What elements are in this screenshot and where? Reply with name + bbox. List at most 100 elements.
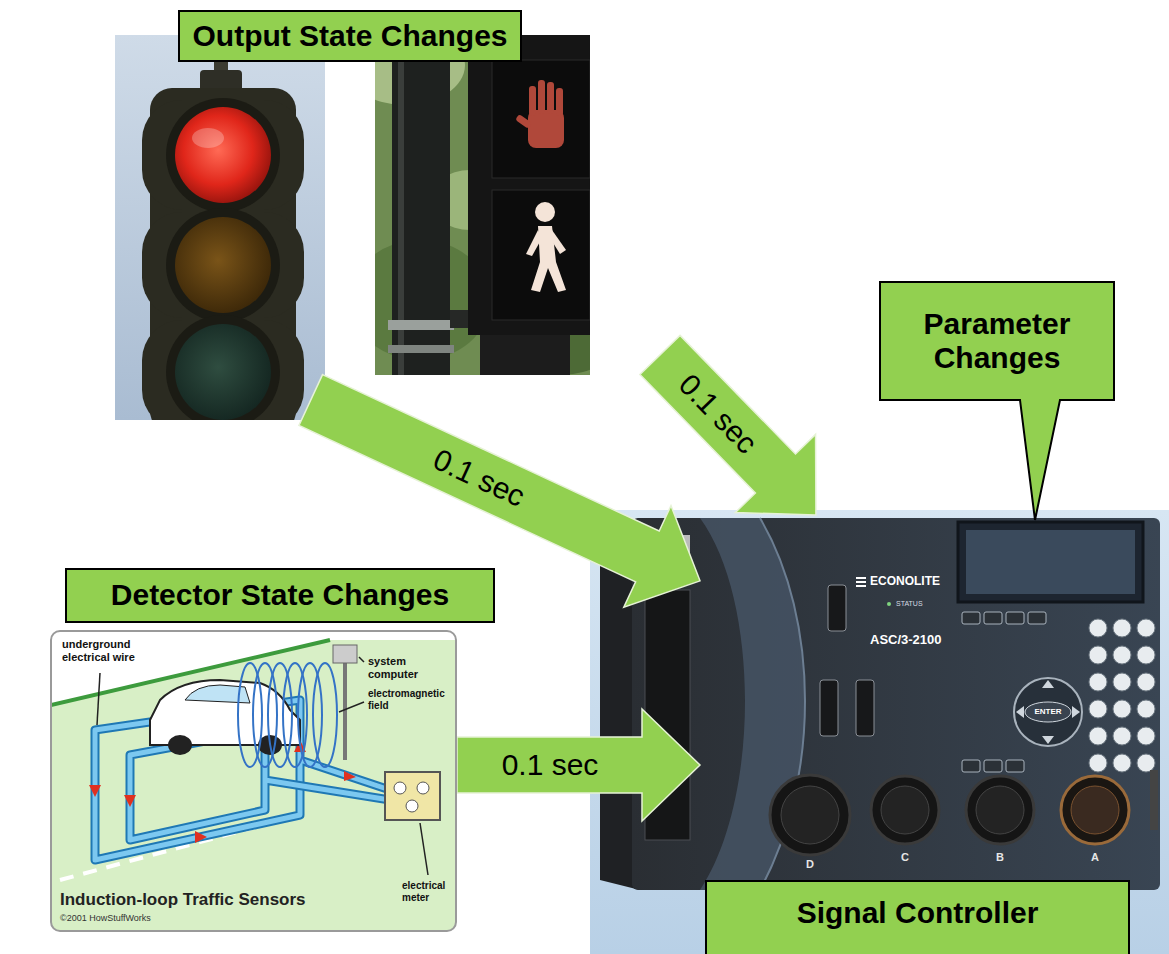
signal-controller-photo xyxy=(871,776,939,844)
signal-controller-photo xyxy=(1071,786,1119,834)
signal-controller-photo xyxy=(1089,619,1155,772)
pedestrian-signal-photo xyxy=(375,35,590,375)
signal-controller-photo xyxy=(820,680,838,736)
pedestrian-signal-photo xyxy=(515,114,532,129)
signal-controller-photo xyxy=(1006,612,1024,624)
port-letter: A xyxy=(1091,851,1099,863)
copyright-note: ©2001 HowStuffWorks xyxy=(60,913,151,923)
brand-name: ECONOLITE xyxy=(870,574,940,588)
illustration-label: system computer xyxy=(368,655,418,680)
text-holder: ASC/3-2100 xyxy=(870,633,960,648)
signal-controller-photo xyxy=(781,786,839,844)
induction-loop-illustration xyxy=(168,735,192,755)
pedestrian-signal-photo xyxy=(550,230,566,254)
text-holder: ECONOLITE xyxy=(870,575,960,589)
port-letter: C xyxy=(901,851,909,863)
induction-loop-illustration xyxy=(51,640,456,931)
model-number: ASC/3-2100 xyxy=(870,632,942,647)
pedestrian-signal-photo xyxy=(492,60,590,178)
signal-controller-photo xyxy=(1042,680,1054,688)
traffic-light-photo xyxy=(192,128,224,148)
induction-loop-illustration xyxy=(406,800,418,812)
signal-controller-photo xyxy=(1089,673,1107,691)
signal-controller-photo xyxy=(1137,700,1155,718)
detector-illustration: Detector State Changesunderground electr… xyxy=(50,630,457,932)
text-holder: ©2001 HowStuffWorks xyxy=(60,913,260,923)
signal-controller-photo xyxy=(770,775,850,855)
induction-loop-illustration xyxy=(333,645,357,663)
timing-label: 0.1 sec xyxy=(673,369,762,459)
signal-controller-photo xyxy=(1061,776,1129,844)
induction-loop-illustration xyxy=(344,771,356,781)
text-holder: electrical meter xyxy=(402,880,454,903)
signal-controller-photo xyxy=(1137,727,1155,745)
induction-loop-illustration xyxy=(253,663,277,767)
pedestrian-signal-photo xyxy=(556,88,563,116)
text-holder: Parameter Changes xyxy=(880,282,1114,400)
text-holder: STATUS xyxy=(896,600,936,608)
pedestrian-signal-photo xyxy=(480,335,570,375)
port-letter: B xyxy=(996,851,1004,863)
pedestrian-signal-photo xyxy=(538,80,545,114)
illustration-label: underground electrical wire xyxy=(62,638,135,663)
signal-controller-photo xyxy=(1025,702,1071,722)
signal-controller-photo xyxy=(1113,700,1131,718)
signal-controller-photo xyxy=(856,585,866,587)
signal-controller-photo xyxy=(1089,619,1107,637)
induction-loop-illustration xyxy=(89,785,101,797)
text-holder: system computer xyxy=(368,655,434,680)
pedestrian-signal-photo xyxy=(468,35,590,335)
text-holder: Induction-loop Traffic Sensors xyxy=(60,890,390,910)
traffic-light-photo xyxy=(166,315,280,420)
traffic-light-photo xyxy=(175,107,271,203)
induction-loop-illustration xyxy=(283,663,307,767)
text-holder: ENTER xyxy=(1028,707,1068,716)
signal-controller-photo xyxy=(1113,646,1131,664)
induction-loop-illustration xyxy=(298,663,322,767)
induction-loop-illustration xyxy=(51,631,456,931)
induction-loop-illustration xyxy=(313,663,337,767)
induction-loop-illustration xyxy=(238,663,262,767)
signal-controller-photo xyxy=(1089,727,1107,745)
signal-controller-photo xyxy=(1137,754,1155,772)
signal-controller-photo xyxy=(1137,673,1155,691)
text-holder: electromagnetic field xyxy=(368,688,454,711)
signal-controller-photo xyxy=(1016,706,1024,718)
signal-controller-photo xyxy=(1042,736,1054,744)
induction-loop-illustration xyxy=(394,782,406,794)
state-label: Detector State Changes xyxy=(111,578,449,613)
traffic-light-photo xyxy=(150,88,296,420)
induction-loop-illustration xyxy=(97,673,100,725)
pedestrian-signal-photo xyxy=(388,345,454,353)
signal-controller-photo xyxy=(828,585,846,631)
signal-controller-photo xyxy=(856,577,866,579)
signal-controller-photo xyxy=(1089,754,1107,772)
label-box: Detector State Changes xyxy=(65,568,495,623)
signal-controller-photo xyxy=(1028,612,1046,624)
label-box: Signal Controller xyxy=(705,880,1130,954)
induction-loop-illustration xyxy=(124,795,136,807)
key-label: ENTER xyxy=(1034,707,1061,716)
parameter-callout: Parameter Changes xyxy=(880,282,1114,400)
pedestrian-signal-photo xyxy=(535,202,555,222)
illustration-title: Induction-loop Traffic Sensors xyxy=(60,890,306,909)
signal-controller-photo xyxy=(887,602,891,606)
signal-controller-photo xyxy=(1137,619,1155,637)
pedestrian-signal-photo xyxy=(515,80,564,148)
induction-loop-illustration xyxy=(420,823,428,875)
state-label: Output State Changes xyxy=(192,19,507,54)
signal-controller-photo xyxy=(984,760,1002,772)
illustration-label: electrical meter xyxy=(402,880,445,903)
traffic-light-photo xyxy=(115,35,325,420)
traffic-light-photo xyxy=(175,217,271,313)
signal-controller-photo xyxy=(958,522,1143,602)
traffic-light-photo xyxy=(166,208,280,322)
label-box: Output State Changes xyxy=(178,10,522,62)
signal-controller-photo xyxy=(1113,619,1131,637)
pedestrian-signal-photo xyxy=(526,202,566,292)
pedestrian-signal-photo xyxy=(547,82,554,114)
